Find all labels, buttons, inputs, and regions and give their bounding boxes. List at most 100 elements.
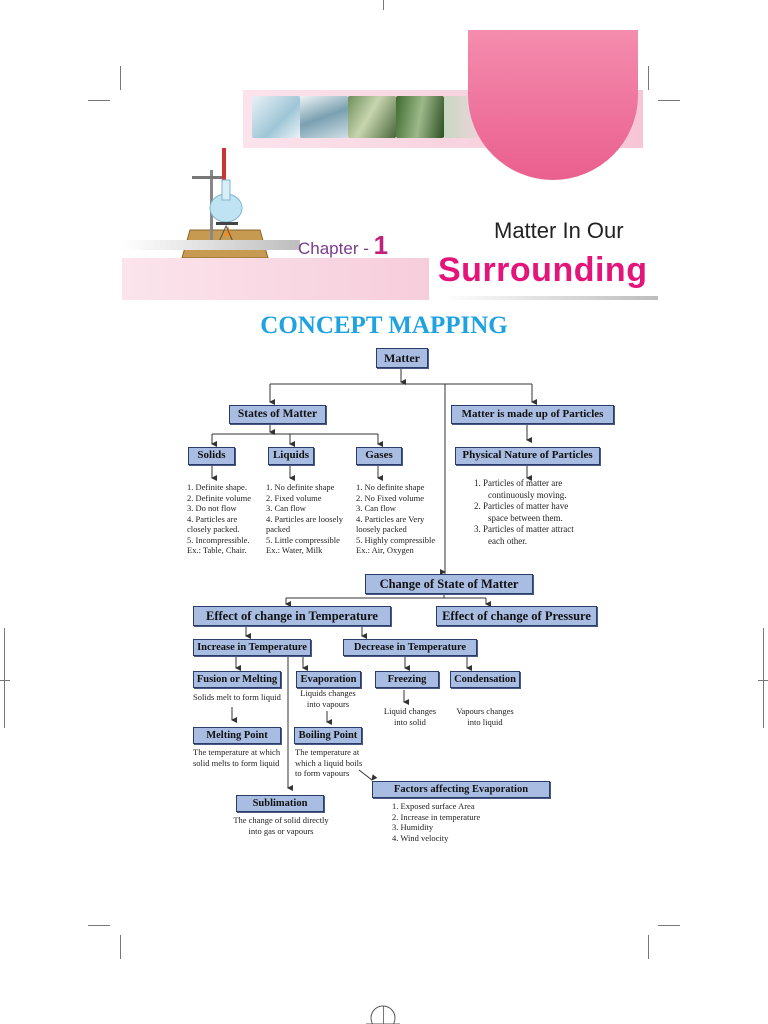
crop-mark — [4, 628, 5, 728]
list-item: 1. Particles of matter are — [474, 478, 563, 488]
list-item: 3. Do not flow — [187, 503, 237, 513]
list-item: 3. Humidity — [392, 822, 434, 832]
box-sublimation: Sublimation — [236, 795, 324, 812]
boiling-point-description: The temperature at which a liquid boils … — [295, 747, 362, 779]
list-item: 2. Particles of matter have — [474, 501, 569, 511]
list-item: 2. Definite volume — [187, 492, 251, 503]
box-evaporation: Evaporation — [296, 671, 361, 688]
list-item: 4. Wind velocity — [392, 832, 449, 843]
box-gases: Gases — [356, 447, 402, 465]
crop-mark — [0, 680, 10, 681]
description-line: solid melts to form liquid — [193, 757, 280, 768]
chapter-title-line1: Matter In Our — [494, 218, 624, 243]
liquids-properties: 1. No definite shape 2. Fixed volume 3. … — [266, 482, 343, 556]
particles-properties: 1. Particles of matter are continuously … — [474, 478, 574, 547]
box-effect-temperature: Effect of change in Temperature — [193, 606, 391, 626]
crop-mark — [658, 100, 680, 101]
crop-mark — [88, 925, 110, 926]
list-item: 3. Can flow — [356, 503, 396, 513]
chapter-number: 1 — [373, 230, 389, 260]
header-photo — [396, 96, 444, 138]
box-decrease-temperature: Decrease in Temperature — [343, 639, 477, 656]
description-line: The temperature at which — [193, 747, 281, 757]
factors-list: 1. Exposed surface Area 2. Increase in t… — [392, 801, 480, 843]
freezing-description: Liquid changes into solid — [378, 706, 442, 727]
crop-mark — [383, 0, 384, 10]
header-photo — [300, 96, 348, 138]
box-condensation: Condensation — [450, 671, 520, 688]
header-grey-bar — [442, 296, 658, 300]
list-item: 1. No definite shape — [266, 482, 335, 492]
list-item: 1. Exposed surface Area — [392, 801, 475, 811]
crop-mark — [88, 100, 110, 101]
description-line: into vapours — [306, 698, 350, 709]
box-matter: Matter — [376, 348, 428, 368]
crop-mark — [763, 628, 764, 728]
gases-properties: 1. No definite shape 2. No Fixed volume … — [356, 482, 435, 556]
crop-mark — [658, 925, 680, 926]
melting-point-description: The temperature at which solid melts to … — [193, 747, 280, 768]
list-item: 1. Definite shape. — [187, 482, 247, 492]
header-pink-arc — [468, 30, 638, 180]
description-line: into gas or vapours — [248, 825, 314, 836]
box-factors-evaporation: Factors affecting Evaporation — [372, 781, 550, 798]
list-item: Ex.: Table, Chair. — [187, 545, 247, 555]
list-item: 2. Increase in temperature — [392, 811, 481, 822]
box-fusion-melting: Fusion or Melting — [193, 671, 281, 688]
box-effect-pressure: Effect of change of Pressure — [436, 606, 597, 626]
crop-mark — [120, 66, 121, 90]
box-melting-point: Melting Point — [193, 727, 281, 744]
crop-mark — [383, 1006, 384, 1024]
description-line: The change of solid directly — [233, 815, 329, 825]
list-item: packed — [266, 524, 291, 534]
description-line: Liquids changes — [300, 688, 356, 698]
header-photo — [348, 96, 396, 138]
list-item: loosely packed — [356, 524, 407, 534]
condensation-description: Vapours changes into liquid — [452, 706, 518, 727]
list-item: space between them. — [488, 512, 563, 523]
chapter-title-line2: Surrounding — [438, 251, 648, 289]
description-line: into solid — [394, 716, 426, 727]
description-line: Vapours changes — [456, 706, 514, 716]
page-title: CONCEPT MAPPING — [260, 312, 508, 339]
evaporation-description: Liquids changes into vapours — [296, 688, 360, 709]
fusion-description: Solids melt to form liquid — [193, 692, 281, 702]
box-change-of-state: Change of State of Matter — [365, 574, 533, 594]
list-item: 2. Fixed volume — [266, 492, 322, 503]
box-increase-temperature: Increase in Temperature — [193, 639, 311, 656]
box-states-of-matter: States of Matter — [229, 405, 326, 424]
box-made-of-particles: Matter is made up of Particles — [451, 405, 614, 424]
list-item: Ex.: Water, Milk — [266, 545, 323, 555]
list-item: 5. Little compressible — [266, 534, 340, 545]
description-line: to form vapours — [295, 768, 350, 778]
header-grey-bar — [122, 240, 300, 250]
chapter-label: Chapter - 1 — [298, 230, 389, 260]
list-item: 5. Incompressible. — [187, 534, 250, 545]
crop-mark — [648, 935, 649, 959]
sublimation-description: The change of solid directly into gas or… — [226, 815, 336, 836]
list-item: each other. — [488, 535, 527, 546]
list-item: 2. No Fixed volume — [356, 492, 424, 503]
list-item: 4. Particles are — [187, 513, 238, 524]
solids-properties: 1. Definite shape. 2. Definite volume 3.… — [187, 482, 251, 556]
description-line: Liquid changes — [383, 706, 437, 716]
list-item: 1. No definite shape — [356, 482, 425, 492]
description-line: The temperature at — [295, 747, 360, 757]
list-item: Ex.: Air, Oxygen — [356, 545, 414, 555]
box-boiling-point: Boiling Point — [294, 727, 362, 744]
list-item: closely packed. — [187, 524, 240, 534]
header-pink-bar — [122, 258, 429, 300]
list-item: 3. Particles of matter attract — [474, 524, 574, 534]
list-item: 4. Particles are loosely — [266, 513, 343, 524]
crop-mark — [120, 935, 121, 959]
list-item: 3. Can flow — [266, 503, 306, 513]
box-physical-nature: Physical Nature of Particles — [455, 447, 600, 465]
description-line: into liquid — [467, 716, 503, 727]
crop-mark — [648, 66, 649, 90]
description-line: which a liquid boils — [295, 757, 363, 768]
box-freezing: Freezing — [375, 671, 439, 688]
box-solids: Solids — [188, 447, 235, 465]
list-item: continuously moving. — [488, 489, 567, 500]
box-liquids: Liquids — [268, 447, 314, 465]
